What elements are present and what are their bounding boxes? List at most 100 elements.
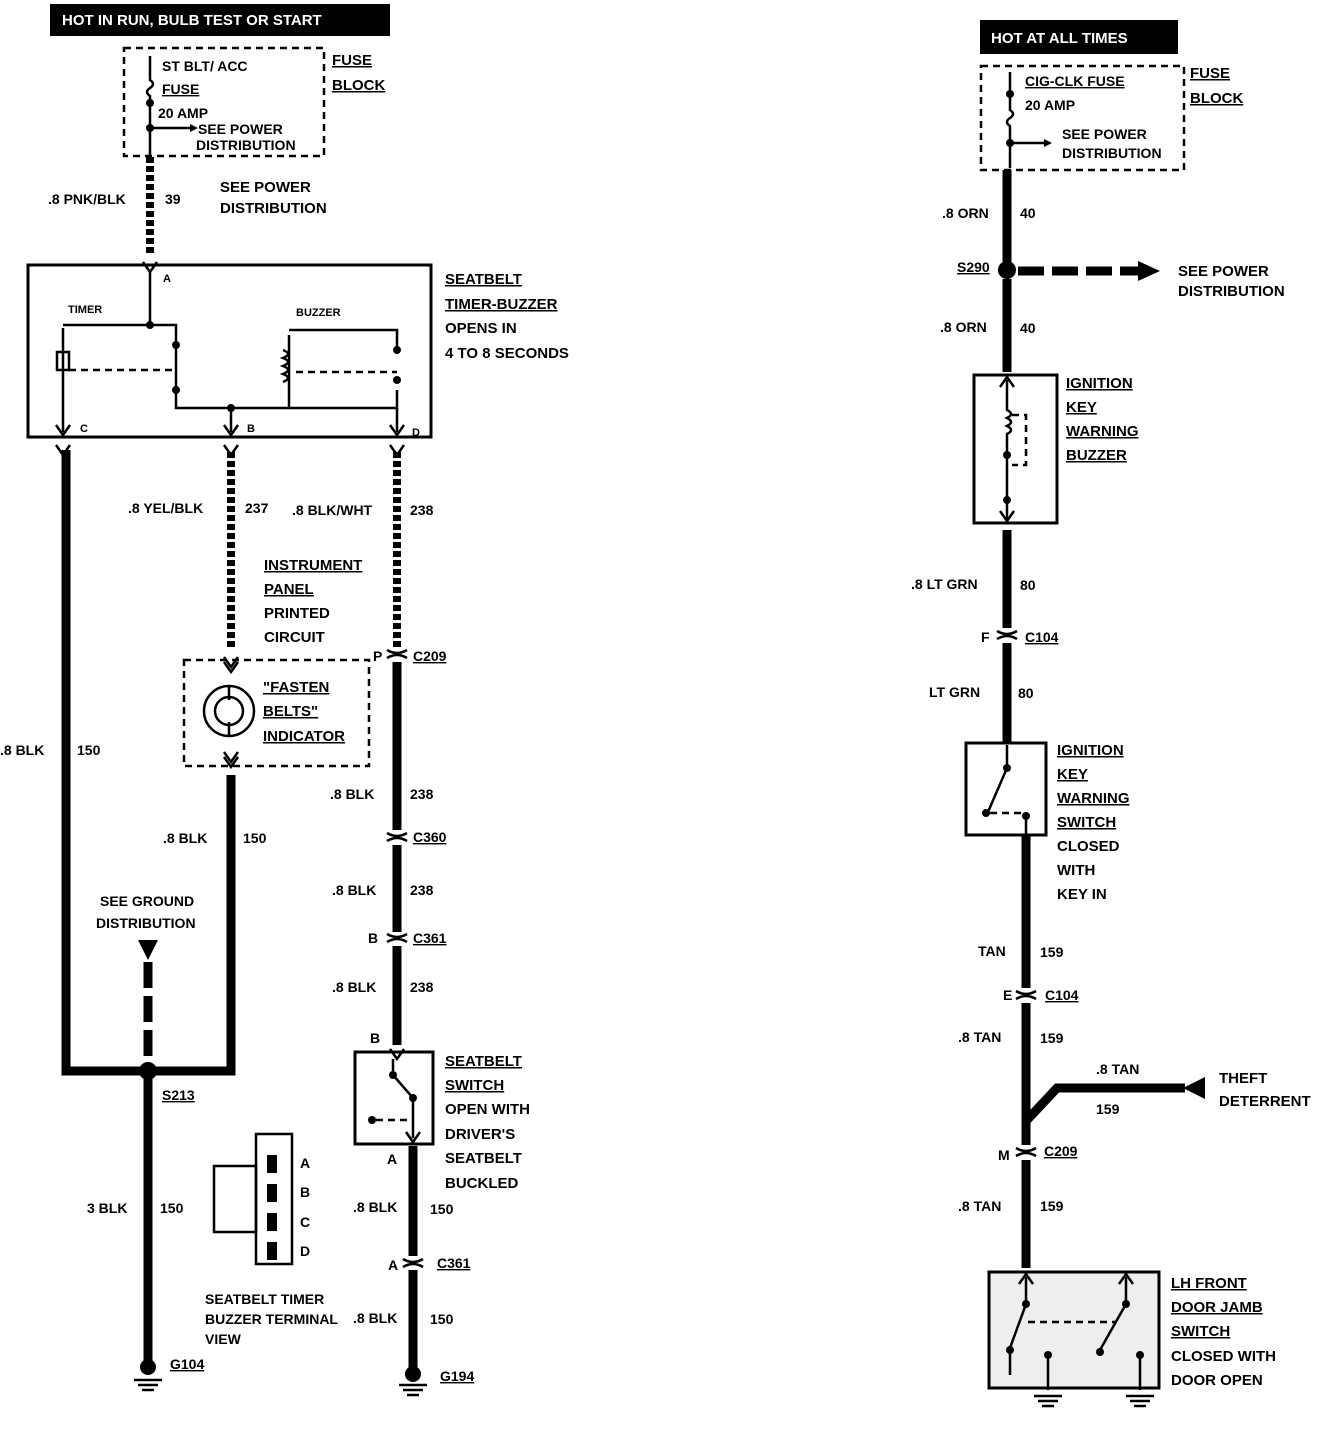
splice-s213 [139, 1062, 157, 1080]
c361a-label: C361 [413, 930, 447, 946]
timer-label: TIMER [68, 304, 102, 316]
indicator-label3: INDICATOR [263, 728, 345, 745]
w80a-circuit: 80 [1020, 577, 1036, 593]
w238c-gauge: .8 BLK [332, 979, 376, 995]
wire-150-left-gauge: .8 BLK [0, 742, 44, 758]
seatbelt-switch-desc1: OPEN WITH [445, 1101, 530, 1118]
terminal-caption1: SEATBELT TIMER [205, 1291, 324, 1307]
seatbelt-switch-desc4: BUCKLED [445, 1175, 518, 1192]
w80b-gauge: LT GRN [929, 684, 980, 700]
c104a-connector [996, 629, 1018, 641]
c104b-connector [1015, 989, 1037, 1001]
w159b-circuit: 159 [1040, 1030, 1064, 1046]
c209-pin: P [373, 648, 382, 664]
module-pin-d: D [412, 427, 420, 439]
seatbelt-timer-buzzer-module [26, 263, 433, 439]
ground-g104-node [140, 1359, 156, 1375]
module-pin-c: C [80, 423, 88, 435]
wire-150-ground-gauge: 3 BLK [87, 1200, 127, 1216]
module-desc2: 4 TO 8 SECONDS [445, 345, 569, 362]
terminal-pin-c: C [300, 1214, 310, 1230]
terminal-pin-b: B [300, 1184, 310, 1200]
right-see-power2: DISTRIBUTION [1178, 283, 1285, 300]
door-desc1: CLOSED WITH [1171, 1348, 1276, 1365]
left-fuse-block-label1: FUSE [332, 52, 372, 69]
theft-label2: DETERRENT [1219, 1093, 1311, 1110]
right-see-power1: SEE POWER [1178, 263, 1269, 280]
wire-237-gauge: .8 YEL/BLK [128, 500, 203, 516]
c209-right-label: C209 [1044, 1143, 1078, 1159]
splice-s290-label: S290 [957, 259, 990, 275]
module-pin-b: B [247, 423, 255, 435]
w150-sw2-circuit: 150 [430, 1311, 454, 1327]
buzzer-label3: WARNING [1066, 423, 1139, 440]
seatbelt-switch-pin-b: B [370, 1030, 380, 1046]
right-fuse-name: CIG-CLK FUSE [1025, 73, 1125, 89]
right-fuse-block-label2: BLOCK [1190, 90, 1243, 107]
w80b-circuit: 80 [1018, 685, 1034, 701]
ipc-label3: PRINTED [264, 605, 330, 622]
wire-237-circuit: 237 [245, 500, 269, 516]
ignition-key-buzzer [972, 373, 1059, 525]
left-fuse-block-label2: BLOCK [332, 77, 385, 94]
w238c-circuit: 238 [410, 979, 434, 995]
theft-circuit: 159 [1096, 1101, 1120, 1117]
c361b-pin: A [388, 1257, 398, 1273]
terminal-pin-d: D [300, 1243, 310, 1259]
left-see-power2: DISTRIBUTION [220, 200, 327, 217]
w40a-circuit: 40 [1020, 205, 1036, 221]
door-desc2: DOOR OPEN [1171, 1372, 1263, 1389]
wire-theft-branch [1023, 1083, 1185, 1124]
c361b-connector [402, 1257, 424, 1269]
switch-label3: WARNING [1057, 790, 1130, 807]
w159a-circuit: 159 [1040, 944, 1064, 960]
c104b-label: C104 [1045, 987, 1079, 1003]
w40b-gauge: .8 ORN [940, 319, 987, 335]
seatbelt-switch-title1: SEATBELT [445, 1053, 522, 1070]
wire-150-left-circuit: 150 [77, 742, 101, 758]
left-fuse-type: FUSE [162, 81, 199, 97]
c104a-pin: F [981, 629, 990, 645]
module-title2: TIMER-BUZZER [445, 296, 558, 313]
ignition-key-switch [964, 741, 1048, 837]
w159b-gauge: .8 TAN [958, 1029, 1001, 1045]
w238a-circuit: 238 [410, 786, 434, 802]
ground-g104-icon [134, 1378, 162, 1392]
seatbelt-switch-pin-a: A [387, 1151, 397, 1167]
lh-front-door-jamb-switch [987, 1270, 1161, 1390]
switch-desc1: CLOSED [1057, 838, 1120, 855]
door-switch-label3: SWITCH [1171, 1323, 1230, 1340]
switch-desc3: KEY IN [1057, 886, 1107, 903]
right-fuse-rating: 20 AMP [1025, 97, 1075, 113]
fasten-belts-indicator-box [182, 658, 371, 768]
left-fuse-see2: DISTRIBUTION [196, 137, 296, 153]
c209-right-connector [1015, 1146, 1037, 1158]
left-fuse-block-outline [122, 46, 326, 158]
wire-150-left [61, 450, 149, 1076]
left-header-box [50, 4, 390, 36]
w159c-circuit: 159 [1040, 1198, 1064, 1214]
w238b-gauge: .8 BLK [332, 882, 376, 898]
buzzer-label4: BUZZER [1066, 447, 1127, 464]
left-header: HOT IN RUN, BULB TEST OR START [62, 12, 322, 29]
door-ground1-icon [1034, 1394, 1062, 1408]
w150-sw-gauge: .8 BLK [353, 1199, 397, 1215]
seatbelt-switch-desc3: SEATBELT [445, 1150, 522, 1167]
left-fuse-rating: 20 AMP [158, 105, 208, 121]
door-ground2-icon [1126, 1394, 1154, 1408]
terminal-pin-a: A [300, 1155, 310, 1171]
ipc-label4: CIRCUIT [264, 629, 325, 646]
terminal-view-shell [212, 1164, 258, 1234]
terminal-caption2: BUZZER TERMINAL [205, 1311, 338, 1327]
ground-arrow-icon [138, 940, 158, 960]
wire-238-circuit: 238 [410, 502, 434, 518]
wire-39-circuit: 39 [165, 191, 181, 207]
right-fuse-see2: DISTRIBUTION [1062, 145, 1162, 161]
see-power-arrow-icon [1138, 261, 1160, 281]
wire-150-mid-gauge: .8 BLK [163, 830, 207, 846]
right-circuit: HOT AT ALL TIMES CIG-CLK FUSE 20 AMP SEE… [911, 20, 1311, 1408]
splice-s213-label: S213 [162, 1087, 195, 1103]
wire-39-gauge: .8 PNK/BLK [48, 191, 126, 207]
buzzer-label: BUZZER [296, 307, 341, 319]
theft-arrow-icon [1183, 1077, 1205, 1099]
